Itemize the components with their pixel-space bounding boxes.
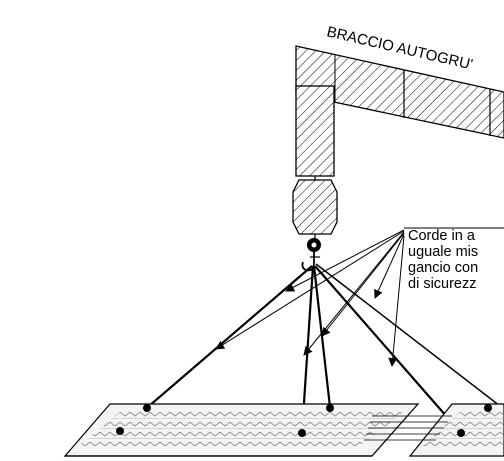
pointer-arrow — [388, 235, 405, 367]
anchor-points — [116, 404, 492, 437]
pointer-arrow — [215, 230, 405, 350]
rope — [315, 263, 501, 407]
anchor-point — [298, 429, 306, 437]
hook-icon — [301, 238, 321, 272]
lifted-panels — [63, 403, 504, 457]
boom-vertical-section — [295, 85, 335, 177]
note-text: Corde in a uguale mis gancio con di sicu… — [408, 228, 478, 292]
pulley-block — [292, 176, 338, 240]
pointer-arrow — [374, 233, 405, 299]
note-line: gancio con — [408, 260, 478, 276]
rope — [312, 265, 332, 408]
note-line: Corde in a — [408, 228, 476, 244]
crane-boom — [295, 45, 504, 177]
panel-right — [408, 403, 504, 457]
note-line: uguale mis — [408, 244, 478, 260]
pointer-arrow — [321, 232, 405, 337]
anchor-point — [484, 404, 492, 412]
anchor-point — [326, 404, 334, 412]
note-line: di sicurezz — [408, 276, 477, 292]
annotation-pointers — [215, 227, 504, 367]
pointer-arrow — [303, 231, 405, 356]
anchor-point — [143, 404, 151, 412]
panel-left — [63, 403, 420, 457]
rope — [314, 265, 462, 434]
pointer-arrow — [285, 229, 405, 292]
anchor-point — [457, 429, 465, 437]
anchor-point — [116, 427, 124, 435]
panel-connector — [364, 415, 452, 441]
boom-upper-section — [295, 45, 504, 139]
